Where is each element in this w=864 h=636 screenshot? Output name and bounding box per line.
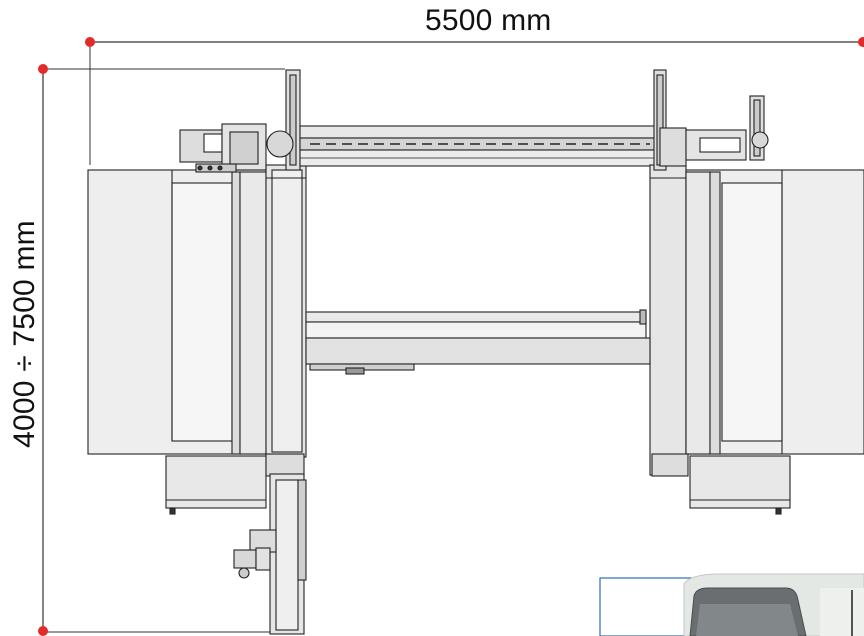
- width-dimension: [85, 37, 864, 165]
- lower-carriage: [233, 453, 307, 635]
- left-column: [265, 69, 307, 458]
- left-guard: [87, 169, 267, 455]
- middle-table-beam: [305, 309, 651, 375]
- right-guard: [685, 169, 864, 455]
- right-motor-group: [685, 95, 769, 161]
- console-screen-glare: [696, 604, 798, 636]
- console-frame: [599, 577, 697, 636]
- width-dimension-point-right: [858, 37, 864, 47]
- top-beam: [299, 125, 661, 167]
- height-dimension-point-bottom: [38, 626, 48, 636]
- left-motor-group: [179, 123, 294, 173]
- console-side-panel: [820, 588, 864, 636]
- height-dimension-point-top: [38, 64, 48, 74]
- height-dimension: [38, 64, 285, 636]
- machine: [87, 69, 864, 635]
- right-column: [649, 69, 687, 476]
- width-dimension-label: 5500 mm: [425, 4, 552, 37]
- left-bottom-box: [165, 455, 267, 515]
- height-dimension-label: 4000 ÷ 7500 mm: [8, 220, 41, 448]
- right-bottom-box: [651, 453, 791, 515]
- width-dimension-point-left: [85, 37, 95, 47]
- control-console: [599, 573, 864, 636]
